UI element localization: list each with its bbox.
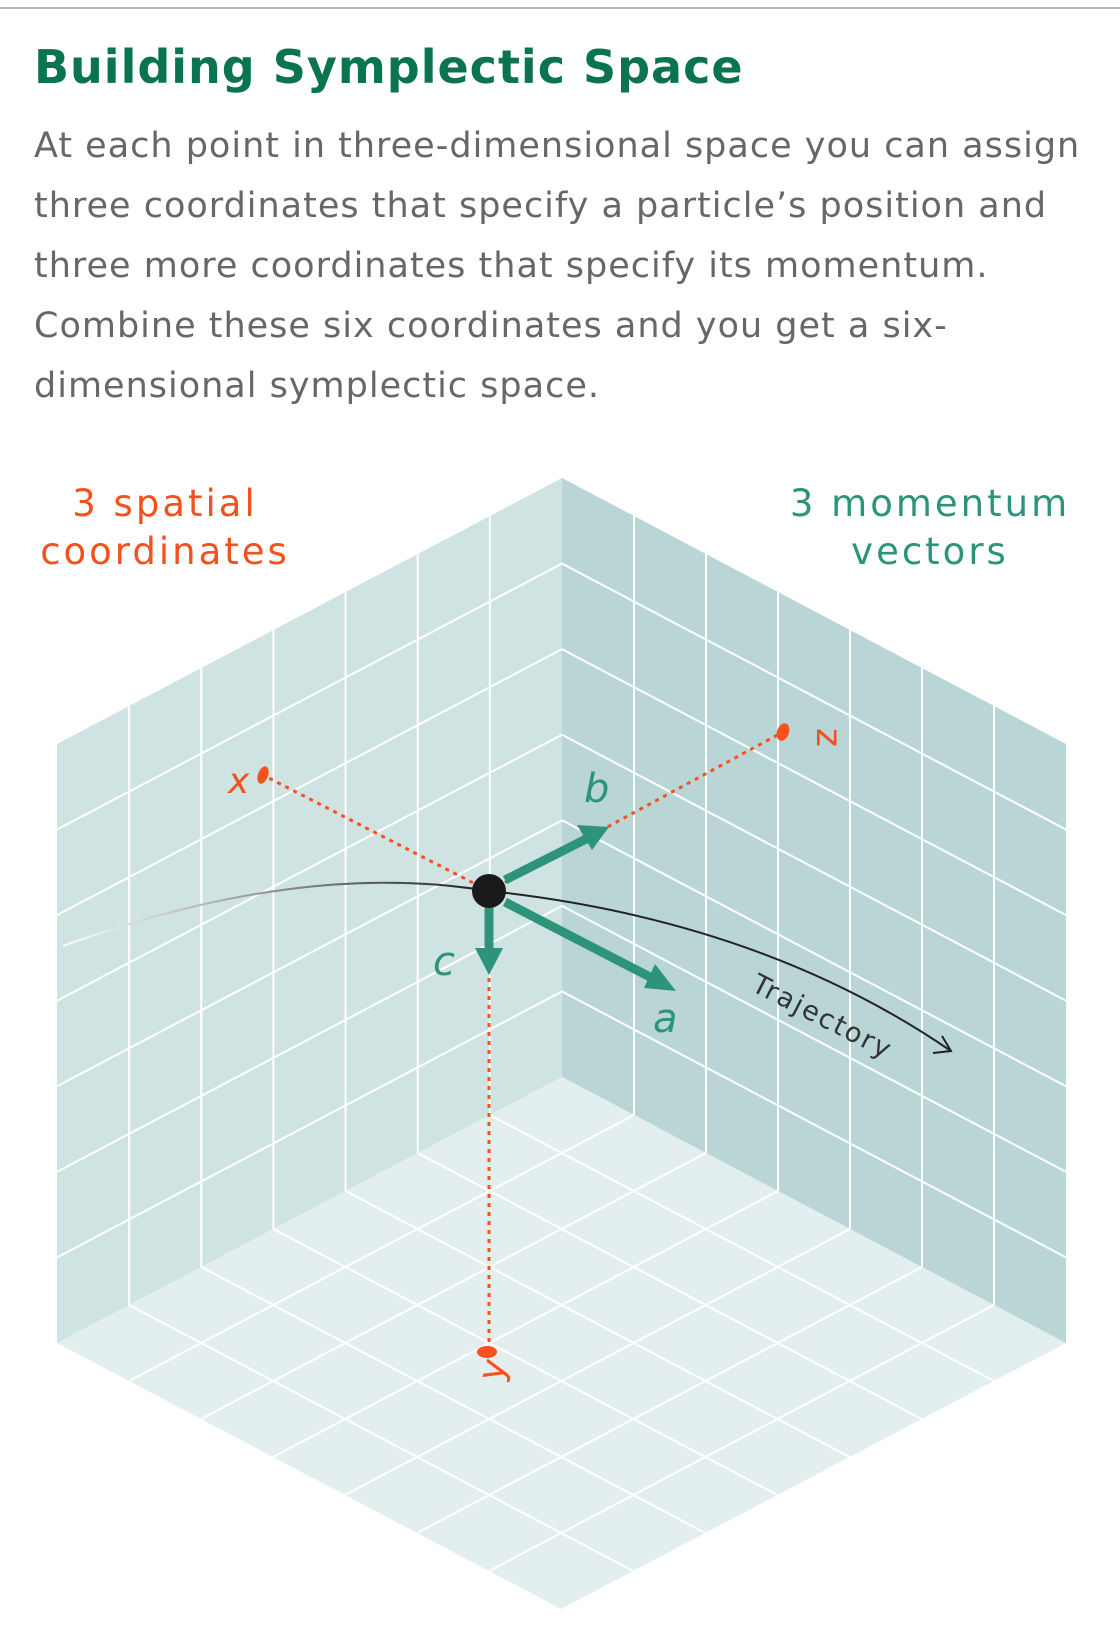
- vector-a: [502, 898, 653, 981]
- z-point: [776, 723, 790, 741]
- vector-b: [502, 832, 593, 885]
- trajectory-arrowhead-icon: [932, 1035, 953, 1054]
- floor: [57, 1077, 1066, 1609]
- vector-c-label: c: [433, 939, 455, 985]
- particle-point: [472, 874, 506, 908]
- floor-gridline: [128, 1304, 634, 1572]
- floor-gridline: [488, 1304, 995, 1572]
- floor-gridline: [272, 1190, 779, 1458]
- top-divider: [0, 7, 1120, 9]
- floor-gridline: [345, 1190, 851, 1458]
- floor-gridline: [417, 1152, 923, 1420]
- vector-a-arrowhead-icon: [644, 964, 676, 991]
- momentum-vectors-label: 3 momentum vectors: [789, 482, 1071, 573]
- floor-gridline: [344, 1228, 851, 1496]
- vector-b-label: b: [584, 766, 609, 812]
- isometric-cube: [56, 478, 1067, 1609]
- vector-c-arrowhead-icon: [475, 948, 503, 975]
- floor-gridline: [489, 1114, 995, 1382]
- vector-a-label: a: [653, 996, 678, 1042]
- right-wall-gridline: [561, 819, 1067, 1088]
- x-projection-line: [262, 773, 490, 893]
- right-wall-gridline: [561, 904, 1067, 1173]
- floor-gridline: [128, 1114, 635, 1382]
- y-point: [477, 1346, 497, 1358]
- intro-paragraph: At each point in three-dimensional space…: [34, 126, 1081, 406]
- z-label: z: [808, 728, 849, 747]
- floor-gridline: [272, 1228, 778, 1496]
- x-label: x: [227, 761, 250, 802]
- x-point: [257, 766, 269, 784]
- right-wall: [562, 478, 1066, 1343]
- floor-gridline: [200, 1152, 707, 1420]
- floor-gridline: [416, 1266, 923, 1534]
- left-wall-gridline: [56, 562, 563, 831]
- left-wall-gridline: [56, 648, 563, 917]
- vector-b-arrowhead-icon: [577, 825, 609, 850]
- right-wall-gridline: [561, 648, 1067, 917]
- floor-gridline: [200, 1266, 706, 1534]
- right-wall-gridline: [561, 733, 1067, 1002]
- right-wall-gridline: [561, 990, 1067, 1259]
- trajectory-curve: [62, 881, 490, 947]
- left-wall-gridline: [56, 990, 563, 1259]
- page-title: Building Symplectic Space: [34, 40, 744, 94]
- left-wall-gridline: [56, 733, 563, 1002]
- spatial-coordinates-label: 3 spatial coordinates: [40, 482, 290, 573]
- left-wall: [57, 478, 562, 1343]
- trajectory-curve-forward: [488, 890, 952, 1052]
- left-wall-gridline: [56, 819, 563, 1088]
- right-wall-gridline: [561, 562, 1067, 831]
